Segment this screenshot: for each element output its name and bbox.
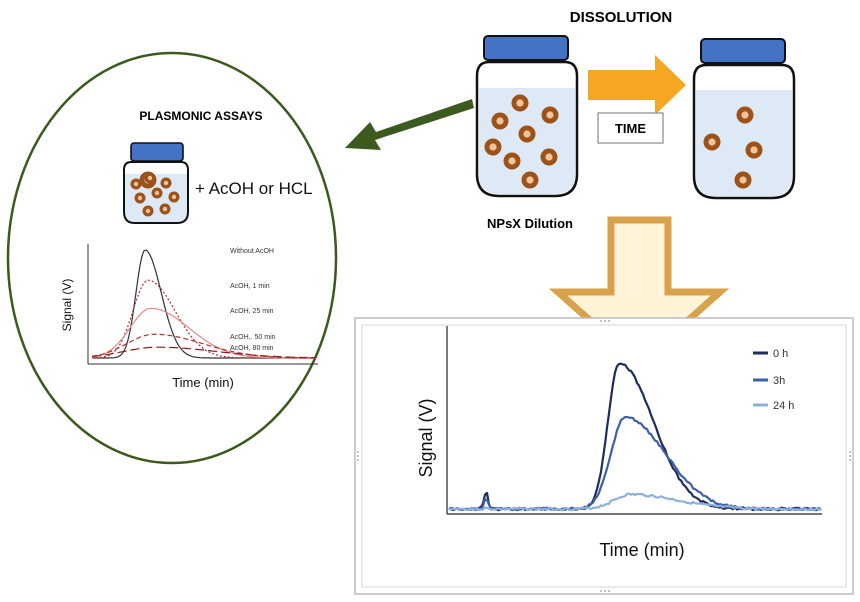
chart1-series-2 (91, 307, 316, 359)
chart2-legend-1: 3h (773, 375, 785, 387)
jar-body (123, 161, 189, 224)
liquid (696, 90, 792, 196)
chart1-legend-2: AcOH, 25 min (230, 308, 274, 315)
plasmonic-title: PLASMONIC ASSAYS (139, 109, 262, 123)
chart1-series-4 (91, 346, 316, 359)
green-arrow (345, 99, 474, 150)
chart1-legend-3: AcOH,. 50 min (230, 334, 276, 341)
jar-lid (700, 38, 786, 64)
jar-lid (483, 35, 569, 61)
chart1-legend-4: AcOH, 80 min (230, 345, 274, 352)
dissolution-title: DISSOLUTION (570, 9, 673, 26)
time-box (597, 112, 664, 144)
jar-dilution (475, 35, 579, 198)
jar-dissolved (692, 38, 796, 200)
jar-body (475, 60, 579, 198)
chart1-xlabel: Time (min) (172, 375, 234, 390)
dissolution-chart: Signal (V) Time (min) 0 h 3h 24 h (416, 326, 822, 560)
particles-small (130, 172, 180, 217)
chart2-legend-0: 0 h (773, 348, 788, 360)
chart1-legend-0: Without AcOH (230, 248, 274, 255)
chart1-ylabel: Signal (V) (60, 279, 74, 332)
jar-small (123, 142, 189, 224)
chart2-series-2 (448, 492, 822, 512)
chart1-series-1 (92, 279, 316, 359)
chart2-xlabel: Time (min) (599, 540, 684, 560)
window-handles (357, 320, 851, 592)
dilution-label: NPsX Dilution (487, 216, 573, 231)
chart2-ylabel: Signal (V) (416, 398, 436, 477)
jar-lid (130, 142, 184, 162)
chart1-legend-1: AcOH, 1 min (230, 283, 270, 290)
reagent-label: + AcOH or HCL (195, 179, 313, 198)
plasmonic-ellipse (6, 51, 338, 465)
time-label: TIME (615, 121, 646, 136)
jar-body (692, 63, 796, 200)
plasmonic-chart: Signal (V) Time (min) Without AcOH AcOH,… (60, 244, 318, 390)
orange-arrow (588, 55, 686, 115)
chart2-legend-2: 24 h (773, 400, 794, 412)
